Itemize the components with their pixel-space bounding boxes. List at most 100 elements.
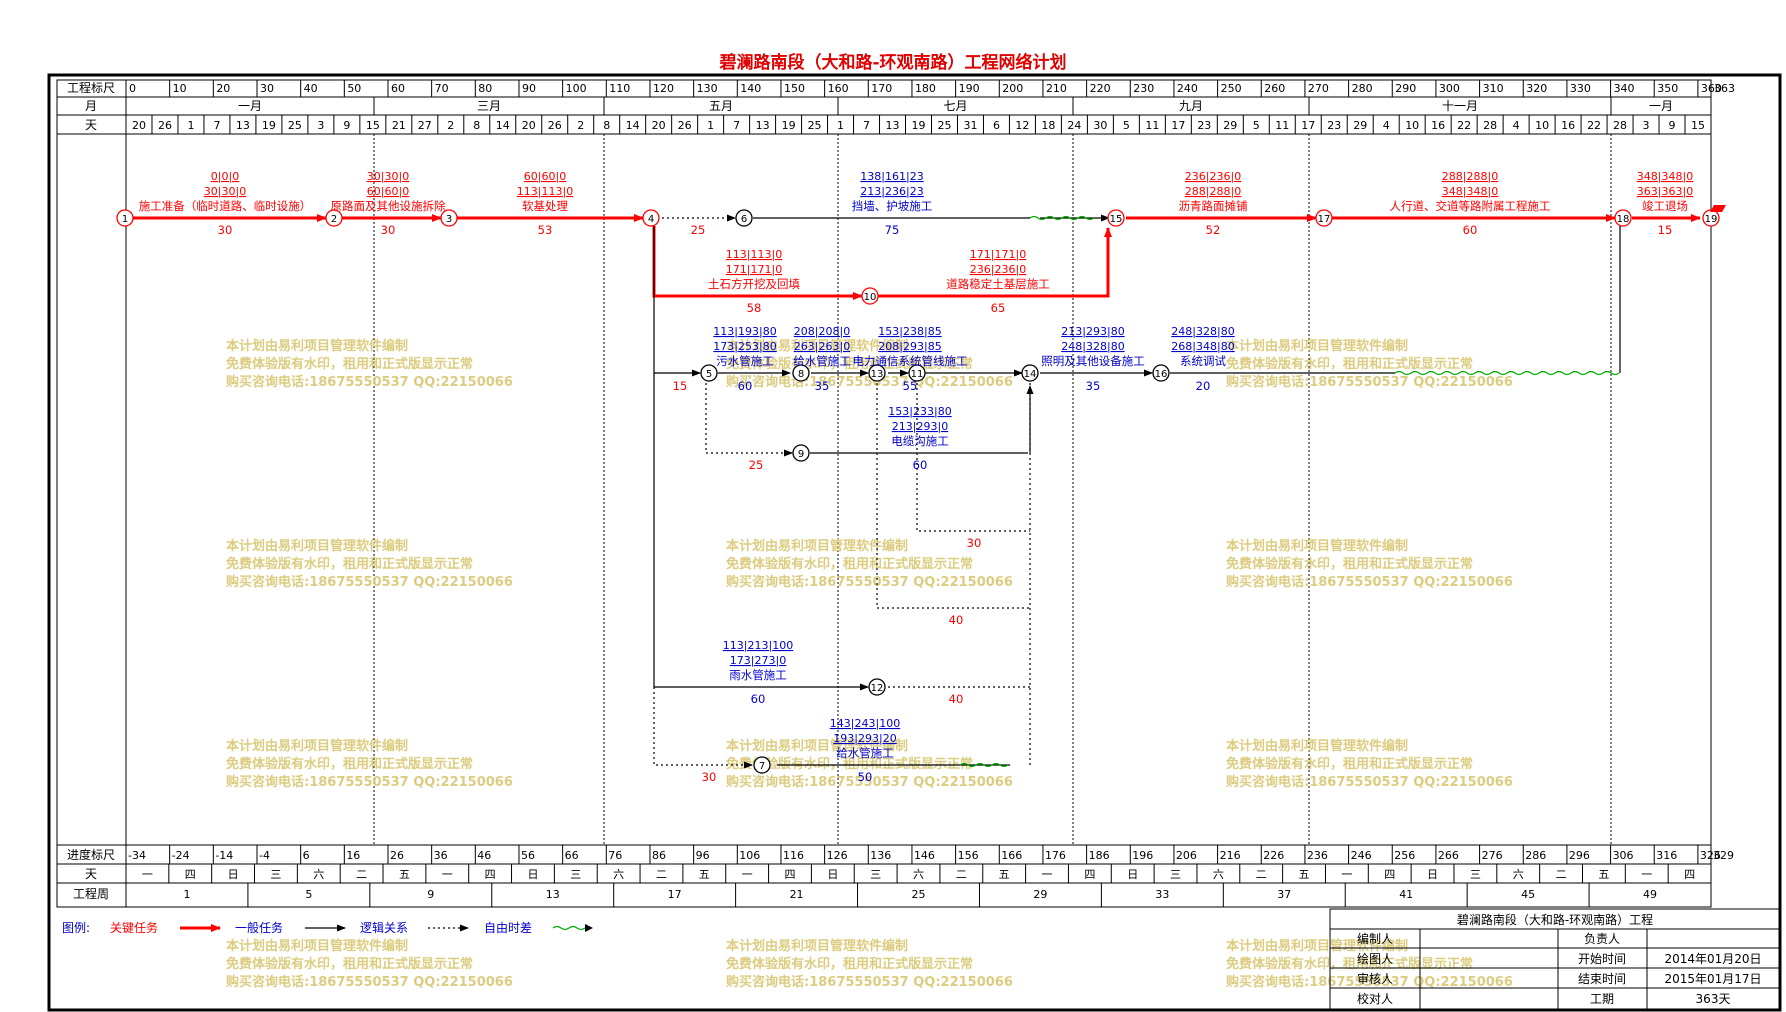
scale-tick-label: 60 <box>391 82 405 95</box>
day-cell: 1 <box>707 119 714 132</box>
end-flag-icon <box>1710 205 1726 212</box>
day-cell: 2 <box>577 119 584 132</box>
day-cell: 9 <box>1669 119 1676 132</box>
event-node-label: 6 <box>741 214 747 225</box>
task-time-top: 138|161|23 <box>860 170 923 183</box>
task-duration: 52 <box>1206 223 1221 237</box>
watermark-text: 免费体验版有水印，租用和正式版显示正常 <box>726 556 973 572</box>
task-time-top: 113|213|100 <box>723 639 793 652</box>
weekday-cell: 三 <box>1170 868 1181 881</box>
weekday-cell: 五 <box>1598 868 1609 881</box>
legend-label: 图例: <box>62 921 90 935</box>
event-node-label: 19 <box>1705 214 1718 225</box>
task-time-bottom: 263|263|0 <box>794 340 850 353</box>
scale-tick-label: 260 <box>1264 82 1285 95</box>
day-cell: 19 <box>912 119 926 132</box>
weekday-cell: 二 <box>356 868 367 881</box>
day-cell: 1 <box>837 119 844 132</box>
scale-tick-label: 180 <box>915 82 936 95</box>
watermark-text: 本计划由易利项目管理软件编制 <box>226 738 408 754</box>
scale-tick-label: 20 <box>216 82 230 95</box>
day-cell: 12 <box>1015 119 1029 132</box>
task-duration: 60 <box>738 379 753 393</box>
task-duration: 60 <box>913 458 928 472</box>
day-cell: 30 <box>1093 119 1107 132</box>
task-name: 照明及其他设备施工 <box>1041 354 1145 368</box>
progress-tick-label: 226 <box>1263 849 1284 862</box>
event-node-label: 10 <box>864 292 877 303</box>
task-time-bottom: 236|236|0 <box>970 263 1026 276</box>
scale-tick-label: 350 <box>1657 82 1678 95</box>
info-table <box>1329 908 1781 1010</box>
day-cell: 13 <box>886 119 900 132</box>
weekday-cell: 四 <box>1684 868 1695 881</box>
task-name: 道路稳定土基层施工 <box>946 277 1050 291</box>
task-duration: 55 <box>903 379 918 393</box>
event-node <box>116 209 134 227</box>
task-duration: 15 <box>1658 223 1673 237</box>
scale-tick-label: 220 <box>1090 82 1111 95</box>
progress-tick-label: 206 <box>1176 849 1197 862</box>
watermark-text: 本计划由易利项目管理软件编制 <box>1226 538 1408 554</box>
normal-arrows <box>653 211 1624 766</box>
event-node-label: 12 <box>871 683 884 694</box>
event-node <box>868 678 886 696</box>
month-cell: 九月 <box>1179 99 1203 113</box>
task-time-top: 171|171|0 <box>970 248 1026 261</box>
scale-tick-label: 130 <box>697 82 718 95</box>
event-node <box>1152 364 1170 382</box>
progress-tick-label: 156 <box>958 849 979 862</box>
day-cell: 23 <box>1327 119 1341 132</box>
progress-tick-label: 329 <box>1713 849 1734 862</box>
weekday-cell: 四 <box>1384 868 1395 881</box>
day-cell: 17 <box>1301 119 1315 132</box>
progress-tick-label: 6 <box>303 849 310 862</box>
progress-tick-label: -14 <box>215 849 233 862</box>
watermark-text: 本计划由易利项目管理软件编制 <box>726 538 908 554</box>
watermark-text: 免费体验版有水印，租用和正式版显示正常 <box>226 356 473 372</box>
progress-tick-label: 36 <box>434 849 448 862</box>
day-cell: 20 <box>652 119 666 132</box>
progress-tick-label: 16 <box>346 849 360 862</box>
month-row: 一月三月五月七月九月十一月一月 <box>238 97 1712 115</box>
progress-tick-label: 296 <box>1569 849 1590 862</box>
event-node <box>792 364 810 382</box>
task-time-top: 113|193|80 <box>713 325 776 338</box>
event-node-label: 14 <box>1024 369 1037 380</box>
day-cell: 27 <box>418 119 432 132</box>
day-cell: 21 <box>392 119 406 132</box>
inner-frame <box>56 79 1712 908</box>
event-node <box>440 209 458 227</box>
task-labels: 0|0|030|30|0施工准备（临时道路、临时设施）3030|30|060|6… <box>139 170 1693 784</box>
task-name: 给水管施工 <box>793 354 851 368</box>
task-time-bottom: 213|293|0 <box>892 420 948 433</box>
info-drawer: 绘图人 <box>1357 951 1393 966</box>
progress-tick-label: 26 <box>390 849 404 862</box>
task-time-top: 248|328|80 <box>1171 325 1234 338</box>
task-name: 软基处理 <box>522 199 568 213</box>
day-cell: 4 <box>1513 119 1520 132</box>
task-time-top: 30|30|0 <box>367 170 409 183</box>
scale-tick-label: 280 <box>1352 82 1373 95</box>
task-duration: 20 <box>1196 379 1211 393</box>
task-duration: 30 <box>381 223 396 237</box>
logic-arrows <box>653 214 1031 769</box>
progress-tick-label: 86 <box>652 849 666 862</box>
task-name: 施工准备（临时道路、临时设施） <box>139 199 312 213</box>
footer-day-label: 天 <box>85 867 97 881</box>
task-time-top: 143|243|100 <box>830 717 900 730</box>
progress-tick-label: 136 <box>870 849 891 862</box>
weekday-cell: 三 <box>570 868 581 881</box>
watermark-text: 免费体验版有水印，租用和正式版显示正常 <box>226 756 473 772</box>
watermark-text: 本计划由易利项目管理软件编制 <box>1226 938 1408 954</box>
day-cell: 6 <box>993 119 1000 132</box>
event-node <box>861 287 879 305</box>
watermark-text: 购买咨询电话:18675550537 QQ:22150066 <box>726 774 1013 790</box>
task-time-top: 288|288|0 <box>1442 170 1498 183</box>
weekday-cell: 一 <box>442 868 453 881</box>
day-cell: 7 <box>213 119 220 132</box>
task-time-top: 213|293|80 <box>1061 325 1124 338</box>
